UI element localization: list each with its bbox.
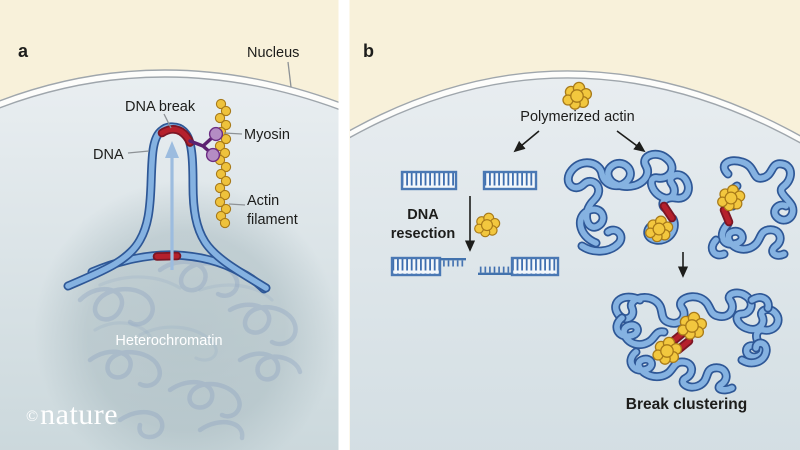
panel-b-graphics bbox=[350, 70, 800, 450]
polymerized-actin-label: Polymerized actin bbox=[520, 109, 635, 125]
chromatin-tangle-2 bbox=[707, 156, 798, 260]
nuclear-envelope-band-a bbox=[0, 70, 339, 110]
nuclear-envelope-outer-b bbox=[350, 70, 800, 137]
actin-filament bbox=[214, 98, 232, 229]
nuclear-envelope-outer-a bbox=[0, 69, 339, 104]
actin-filament-label: Actin filament bbox=[247, 193, 298, 228]
nucleus-label: Nucleus bbox=[247, 45, 300, 61]
dna-duplexes bbox=[400, 170, 538, 191]
resected-dna bbox=[390, 256, 560, 277]
break-clustering-label: Break clustering bbox=[625, 396, 748, 413]
panel-divider bbox=[338, 0, 350, 450]
nuclear-envelope-band-b bbox=[350, 71, 800, 143]
panel-b-letter: b bbox=[363, 41, 374, 61]
dna-break-on-strand bbox=[154, 253, 180, 259]
dna-break-tip bbox=[159, 126, 193, 145]
myosin-label: Myosin bbox=[244, 127, 290, 143]
copyright-icon: © bbox=[26, 408, 39, 425]
panel-a-leader-lines bbox=[127, 61, 292, 206]
dna-resection-label: DNA resection bbox=[390, 207, 456, 242]
myosin-motor bbox=[188, 126, 224, 163]
loop-direction-arrow bbox=[165, 141, 179, 270]
dna-label: DNA bbox=[93, 147, 124, 163]
panel-a-letter: a bbox=[18, 41, 29, 61]
heterochromatin-domain bbox=[34, 180, 338, 450]
arrow-to-mobility bbox=[616, 130, 646, 153]
nuclear-envelope-inner-a bbox=[0, 76, 339, 111]
nature-watermark: © nature bbox=[26, 398, 118, 432]
nuclear-envelope-inner-b bbox=[350, 77, 800, 144]
panel-a-graphics bbox=[0, 61, 339, 450]
heterochromatin-label: Heterochromatin bbox=[115, 333, 223, 349]
nature-logo-text: nature bbox=[40, 398, 119, 431]
heterochromatin-fibers bbox=[77, 259, 303, 441]
nucleus-interior-b bbox=[350, 77, 800, 450]
dna-break-label: DNA break bbox=[125, 99, 196, 115]
chromatin-tangle-1 bbox=[563, 149, 693, 256]
break-cluster-tangle bbox=[611, 288, 783, 395]
arrow-to-resection bbox=[513, 130, 540, 153]
